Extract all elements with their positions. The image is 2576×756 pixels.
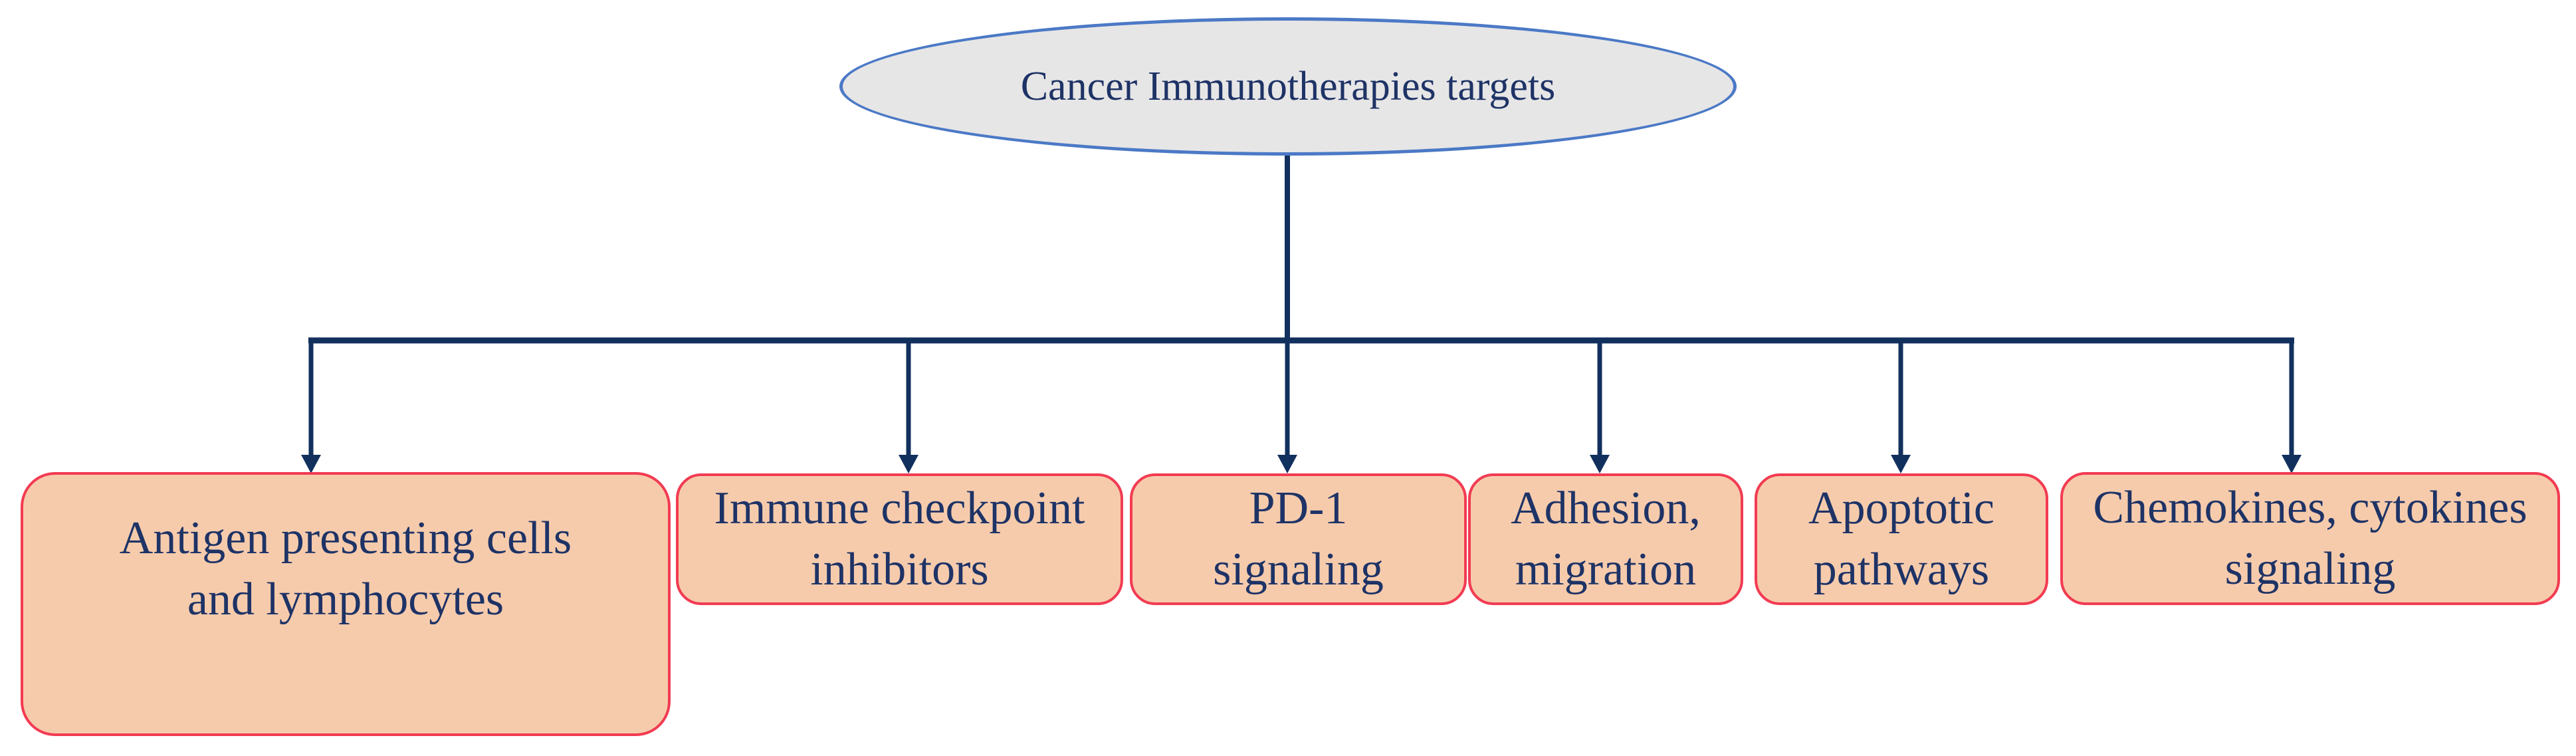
node-label-line: pathways — [1813, 544, 1990, 595]
node-label-line: Apoptotic — [1808, 483, 1994, 534]
root-node-label: Cancer Immunotherapies targets — [1020, 63, 1556, 109]
node-label-line: Chemokines, cytokines — [2093, 482, 2527, 533]
node-apoptotic-pathways: Apoptotic pathways — [1755, 473, 2048, 605]
arrowhead-icon — [1891, 455, 1911, 473]
node-label-line: signaling — [2224, 543, 2396, 594]
arrowhead-icon — [899, 455, 918, 473]
root-node-cancer-immunotherapies-targets: Cancer Immunotherapies targets — [839, 17, 1737, 156]
node-label-line: signaling — [1213, 544, 1384, 595]
node-label-line: PD-1 — [1249, 483, 1348, 534]
arrowhead-icon — [301, 455, 321, 473]
node-label-line: migration — [1515, 544, 1697, 595]
node-label-line: and lymphocytes — [187, 574, 504, 625]
node-chemokines-cytokines-signaling: Chemokines, cytokines signaling — [2060, 472, 2560, 605]
node-label-line: Immune checkpoint — [714, 483, 1085, 534]
node-label-line: Adhesion, — [1511, 483, 1701, 534]
arrowhead-icon — [1277, 455, 1297, 473]
node-pd-1-signaling: PD-1 signaling — [1130, 473, 1467, 605]
node-label-line: Antigen presenting cells — [119, 513, 572, 564]
node-adhesion-migration: Adhesion, migration — [1468, 473, 1743, 605]
node-immune-checkpoint-inhibitors: Immune checkpoint inhibitors — [676, 473, 1123, 605]
node-label-line: inhibitors — [810, 544, 989, 595]
arrowhead-icon — [2282, 455, 2302, 473]
arrowhead-icon — [1590, 455, 1610, 473]
node-antigen-presenting-cells-and-lymphocytes: Antigen presenting cells and lymphocytes — [21, 472, 671, 736]
